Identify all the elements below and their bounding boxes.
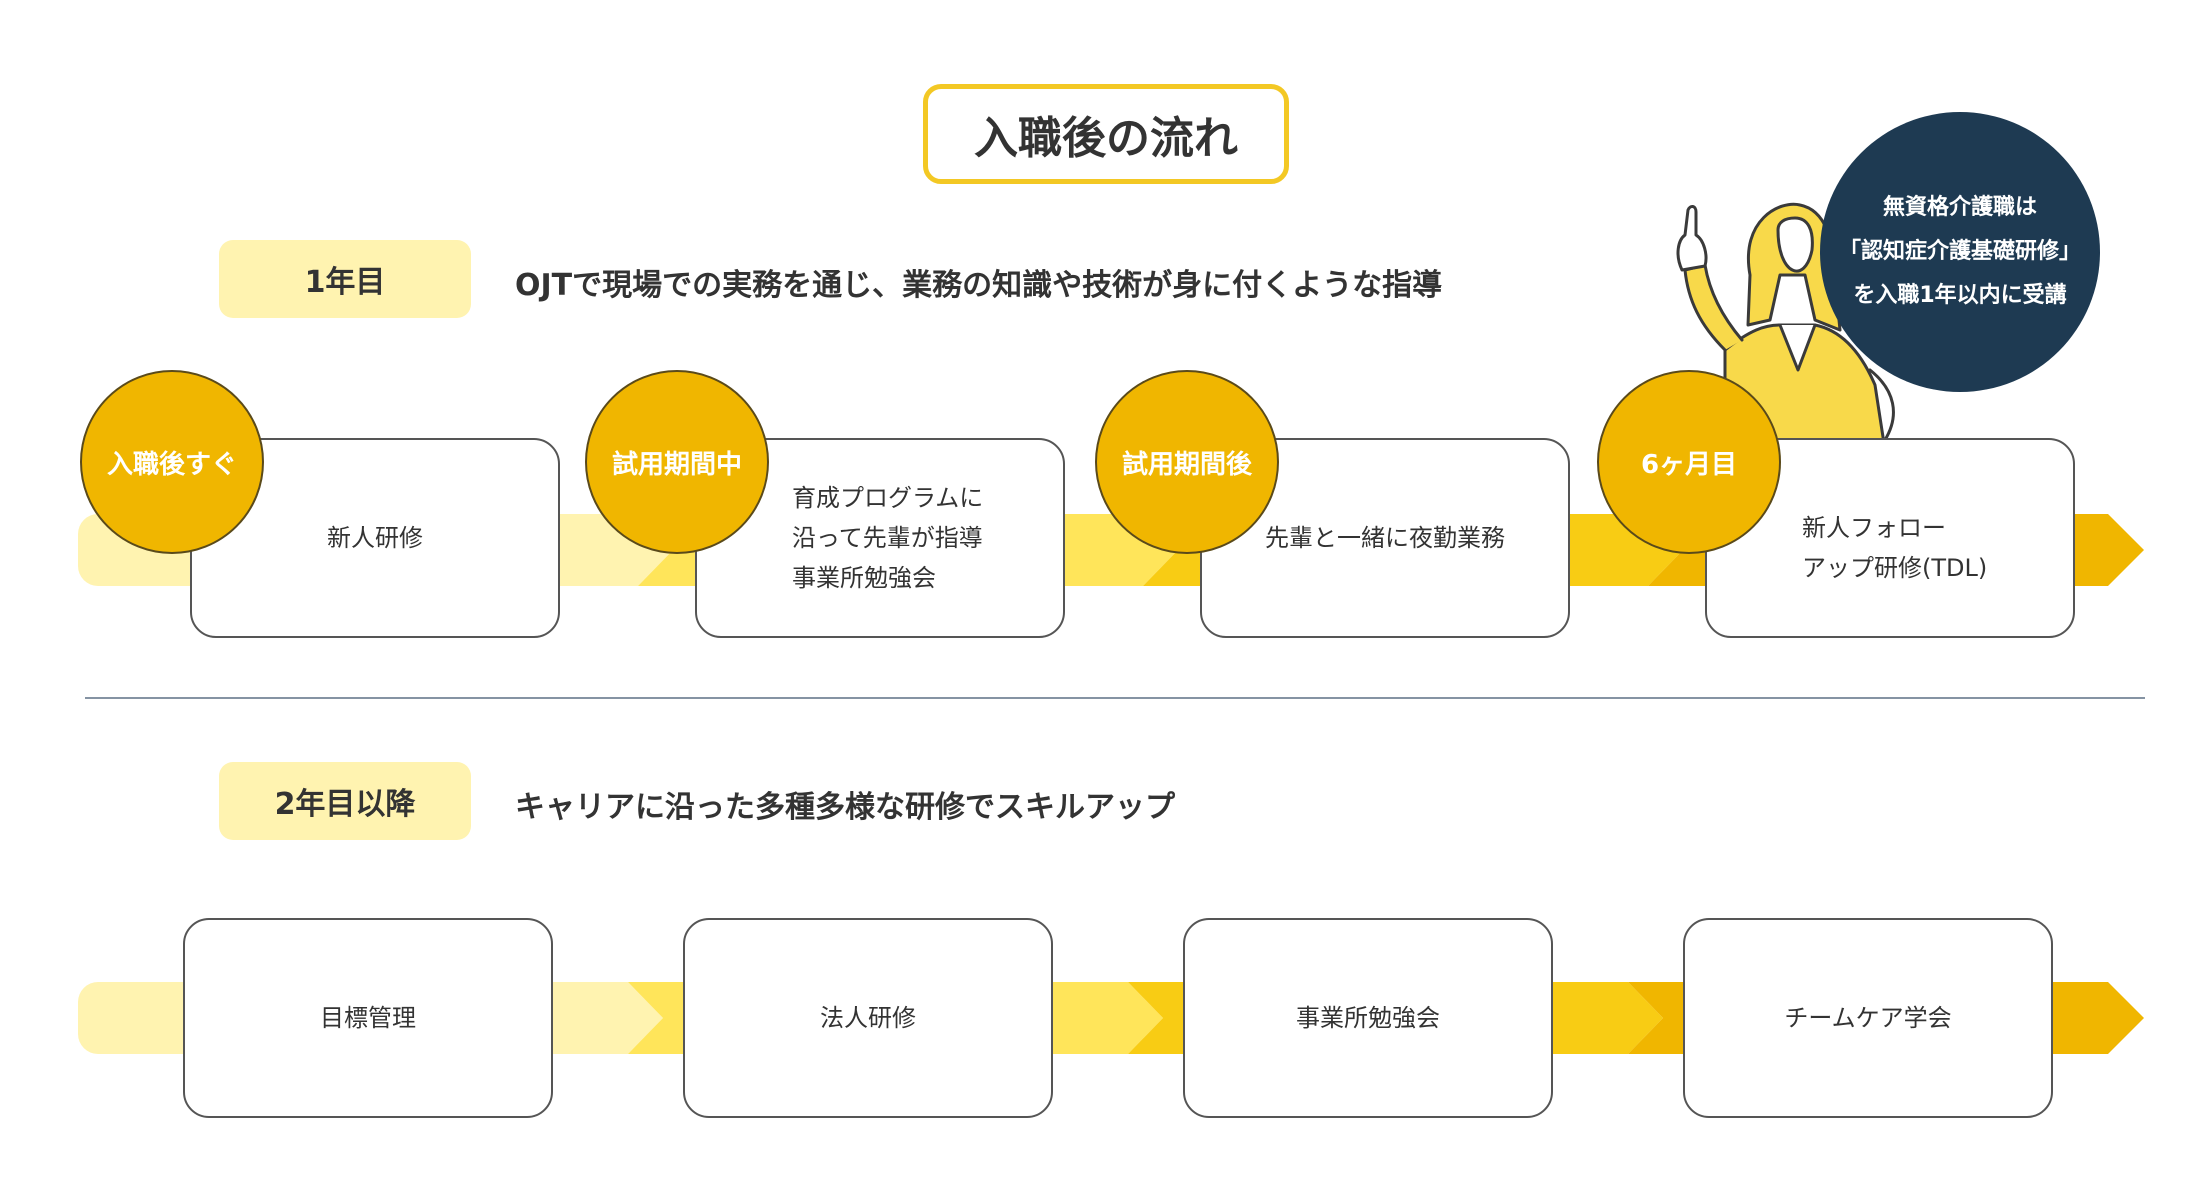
year2-step-4-card: チームケア学会 <box>1683 918 2053 1118</box>
stage-circle: 入職後すぐ <box>80 370 264 554</box>
note-line: 無資格介護職は <box>1882 195 2037 220</box>
year2-step-3-card: 事業所勉強会 <box>1183 918 1553 1118</box>
step-text: 新人フォロー <box>1802 514 1946 542</box>
page-title: 入職後の流れ <box>923 84 1289 184</box>
step-text: 沿って先輩が指導 <box>792 524 983 552</box>
step-text: 先輩と一緒に夜勤業務 <box>1265 524 1505 552</box>
year1-badge: 1年目 <box>219 240 471 318</box>
training-note: 無資格介護職は 「認知症介護基礎研修」 を入職1年以内に受講 <box>1820 112 2100 392</box>
year1-step-3-card: 先輩と一緒に夜勤業務 <box>1200 438 1570 638</box>
step-text: 目標管理 <box>320 1004 416 1032</box>
step-text: 法人研修 <box>820 1004 916 1032</box>
step-text: 事業所勉強会 <box>1296 1004 1440 1032</box>
year1-description: OJTで現場での実務を通じ、業務の知識や技術が身に付くような指導 <box>515 268 1443 303</box>
step-text: 事業所勉強会 <box>792 564 936 592</box>
year2-badge: 2年目以降 <box>219 762 471 840</box>
stage-circle: 6ヶ月目 <box>1597 370 1781 554</box>
stage-circle: 試用期間中 <box>585 370 769 554</box>
step-text: チームケア学会 <box>1784 1004 1952 1032</box>
step-text: アップ研修(TDL) <box>1802 554 1988 582</box>
step-text: 育成プログラムに <box>792 484 984 512</box>
step-text: 新人研修 <box>327 524 423 552</box>
section-divider <box>85 697 2145 699</box>
year2-description: キャリアに沿った多種多様な研修でスキルアップ <box>515 790 1175 825</box>
note-line: 「認知症介護基礎研修」 <box>1838 239 2081 264</box>
year2-step-2-card: 法人研修 <box>683 918 1053 1118</box>
stage-circle: 試用期間後 <box>1095 370 1279 554</box>
note-line: を入職1年以内に受講 <box>1853 283 2067 308</box>
year2-step-1-card: 目標管理 <box>183 918 553 1118</box>
